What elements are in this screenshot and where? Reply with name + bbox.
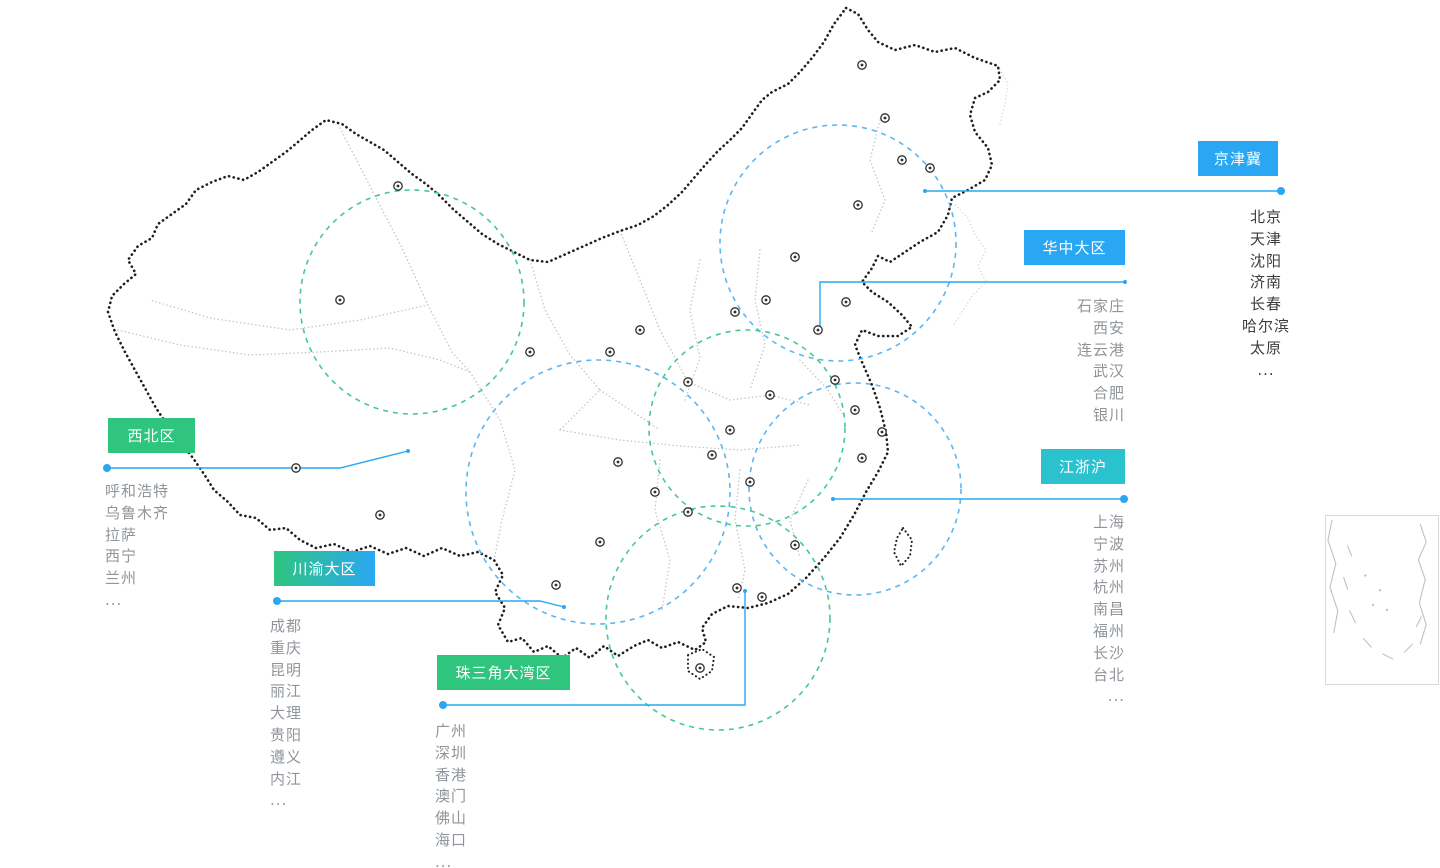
city-item: 连云港 (1076, 340, 1125, 359)
city-item: 太原 (1249, 338, 1282, 357)
region-circle-jiangzhehu (748, 382, 962, 596)
region-tag-jingjinji[interactable]: 京津冀 (1198, 141, 1278, 176)
city-item: 南昌 (1092, 600, 1125, 619)
city-item: 拉萨 (105, 525, 138, 544)
city-item: 石家庄 (1076, 297, 1125, 315)
city-item: 济南 (1249, 273, 1282, 292)
city-item: 上海 (1092, 513, 1125, 531)
region-tag-jiangzhehu[interactable]: 江浙沪 (1041, 449, 1125, 484)
city-item: 佛山 (435, 809, 468, 828)
connector-jingjinji (923, 187, 1285, 195)
city-item: 澳门 (435, 787, 468, 806)
region-tag-xibei[interactable]: 西北区 (108, 418, 195, 453)
region-circle-jingjinji (719, 124, 957, 362)
city-item: 银川 (1092, 405, 1125, 424)
city-item: 北京 (1249, 208, 1282, 226)
city-item: 贵阳 (270, 725, 303, 744)
city-item: 深圳 (435, 743, 468, 762)
city-item: 成都 (270, 617, 303, 635)
islands-outline (687, 527, 913, 680)
city-item: 昆明 (270, 660, 303, 679)
city-item: 宁波 (1092, 534, 1125, 553)
connector-xibei (103, 449, 410, 472)
city-item: ... (435, 852, 453, 868)
city-item: 丽江 (270, 682, 303, 701)
city-item: 乌鲁木齐 (105, 503, 170, 522)
city-item: 武汉 (1092, 362, 1125, 381)
region-circle-zhusanjiao (605, 505, 831, 731)
city-item: 福州 (1092, 621, 1125, 640)
region-cities-chuanyu: 成都重庆昆明丽江大理贵阳遵义内江... (270, 616, 390, 812)
province-borders (117, 119, 886, 611)
city-item: 兰州 (105, 569, 138, 588)
region-tag-zhusanjiao[interactable]: 珠三角大湾区 (437, 655, 570, 690)
connector-jiangzhehu (831, 495, 1128, 503)
city-item: 海口 (435, 830, 468, 849)
region-circle-chuanyu (465, 359, 731, 625)
connector-zhusanjiao (439, 589, 747, 709)
region-circle-huazhong (648, 329, 846, 527)
city-item: 台北 (1092, 665, 1125, 684)
city-item: 香港 (435, 765, 468, 784)
city-item: 大理 (270, 704, 303, 723)
city-item: 沈阳 (1249, 251, 1282, 270)
city-item: ... (1257, 360, 1275, 379)
city-item: 西宁 (105, 547, 138, 566)
city-item: ... (105, 590, 123, 609)
city-item: 西安 (1092, 318, 1125, 337)
city-item: 广州 (435, 722, 468, 740)
city-item: ... (270, 791, 288, 810)
region-tag-chuanyu[interactable]: 川渝大区 (274, 551, 375, 586)
city-item: 长春 (1249, 295, 1282, 314)
city-item: 内江 (270, 769, 303, 788)
city-item: 天津 (1249, 229, 1282, 248)
region-cities-huazhong: 石家庄西安连云港武汉合肥银川 (1005, 296, 1125, 427)
connector-chuanyu (273, 597, 566, 609)
city-item: 哈尔滨 (1241, 316, 1290, 335)
city-item: 苏州 (1092, 556, 1125, 575)
region-cities-zhusanjiao: 广州深圳香港澳门佛山海口... (435, 721, 555, 868)
region-tag-huazhong[interactable]: 华中大区 (1024, 230, 1125, 265)
adjacent-coastline (952, 65, 1009, 327)
region-circle-xibei (299, 189, 525, 415)
city-item: 呼和浩特 (105, 482, 170, 500)
city-item: 遵义 (270, 747, 303, 766)
south-china-sea-inset (1325, 515, 1439, 685)
south-china-sea-inset-svg (1327, 519, 1427, 660)
city-item: ... (1107, 687, 1125, 706)
region-cities-jingjinji: 北京天津沈阳济南长春哈尔滨太原... (1206, 207, 1326, 381)
city-item: 长沙 (1092, 643, 1125, 662)
city-item: 重庆 (270, 638, 303, 657)
china-outline (106, 6, 1002, 660)
region-cities-xibei: 呼和浩特乌鲁木齐拉萨西宁兰州... (105, 481, 225, 612)
region-cities-jiangzhehu: 上海宁波苏州杭州南昌福州长沙台北... (1005, 512, 1125, 708)
city-item: 合肥 (1092, 384, 1125, 403)
city-item: 杭州 (1092, 578, 1125, 597)
